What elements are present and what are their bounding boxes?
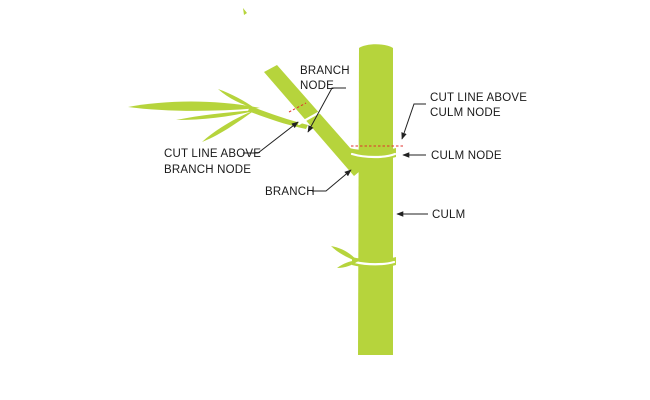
label-branch-node-line1: BRANCH — [300, 65, 350, 77]
label-culm: CULM — [432, 209, 465, 221]
leader-cut-culm-node — [401, 103, 426, 140]
leader-branch — [312, 169, 352, 192]
label-cut-culm-node: CUT LINE ABOVE CULM NODE — [430, 92, 531, 119]
label-cut-culm-node-line2: CULM NODE — [430, 107, 501, 119]
label-branch-node: BRANCH NODE — [300, 65, 353, 92]
label-cut-culm-node-line1: CUT LINE ABOVE — [430, 92, 527, 104]
branch-leaves — [128, 89, 308, 142]
label-culm-node: CULM NODE — [431, 150, 502, 162]
culm-leaves — [331, 246, 358, 268]
label-cut-branch-node-line1: CUT LINE ABOVE — [164, 148, 261, 160]
cut-line-branch — [288, 102, 307, 113]
label-branch: BRANCH — [265, 186, 315, 198]
label-cut-branch-node: CUT LINE ABOVE BRANCH NODE — [164, 148, 265, 176]
label-cut-branch-node-line2: BRANCH NODE — [164, 164, 251, 176]
leader-cut-branch-node — [243, 121, 299, 154]
stray-leaf-mark — [243, 8, 247, 15]
label-branch-node-line2: NODE — [300, 80, 334, 92]
leader-branch-node — [307, 87, 346, 133]
culm-stem — [349, 44, 397, 355]
